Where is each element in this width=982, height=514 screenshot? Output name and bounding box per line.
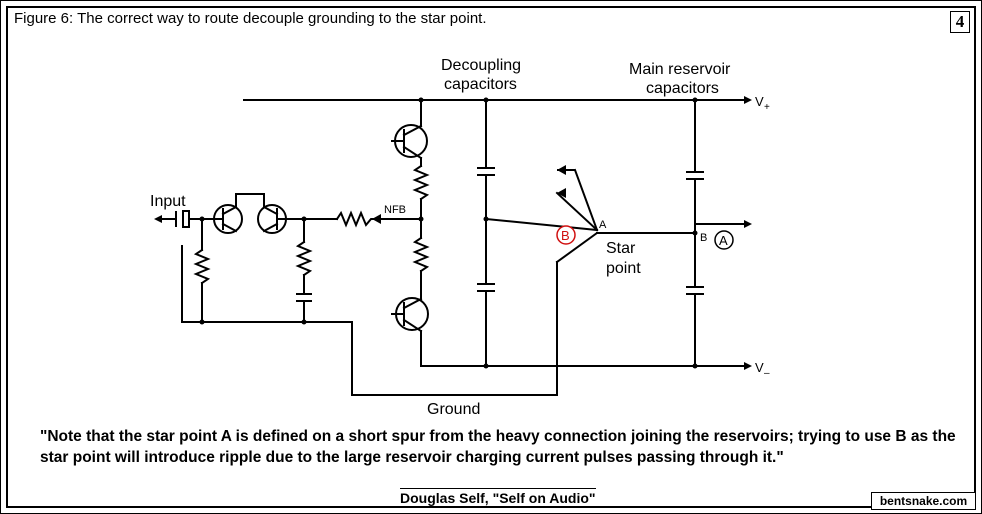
circled-a-text: A (719, 233, 728, 248)
vplus-label: V (755, 94, 764, 109)
vminus-label: V (755, 360, 764, 375)
star-point-label-line2: point (606, 260, 641, 277)
lower-transistor (391, 297, 429, 333)
figure-number-box: 4 (950, 11, 970, 33)
star-point-label-line1: Star (606, 240, 636, 257)
feedback-resistor (335, 210, 415, 228)
main-reservoir-label-line2: capacitors (646, 80, 719, 97)
watermark: bentsnake.com (871, 492, 976, 510)
upper-resistor (412, 164, 430, 201)
attribution: Douglas Self, "Self on Audio" (400, 488, 596, 506)
decoupling-label-line2: capacitors (444, 76, 517, 93)
spur-arrowhead (744, 220, 752, 228)
main-reservoir-label-line1: Main reservoir (629, 61, 731, 78)
input-arrowhead (154, 215, 162, 223)
input-label: Input (150, 193, 186, 210)
vplus-arrowhead (744, 96, 752, 104)
lower-resistor (412, 236, 430, 273)
ground-label: Ground (427, 401, 480, 418)
input-transistor-1 (213, 204, 243, 234)
vminus-subscript: – (764, 368, 770, 379)
decoupling-capacitors (477, 99, 495, 367)
vplus-subscript: + (764, 102, 770, 113)
figure-caption: Figure 6: The correct way to route decou… (14, 10, 487, 27)
upper-transistor (391, 99, 428, 160)
decoupling-to-star-wire (484, 217, 599, 232)
nfb-arrowhead (372, 214, 381, 224)
branch-arrowhead-2 (557, 188, 566, 198)
quote-text: "Note that the star point A is defined o… (40, 428, 956, 466)
circled-b-marker: B (556, 225, 576, 245)
ground-return-wire (181, 245, 558, 396)
vminus-arrowhead (744, 362, 752, 370)
point-b-label: B (700, 232, 707, 244)
feedback-shunt-resistor (295, 240, 313, 277)
inner-frame (6, 6, 976, 508)
decoupling-label-line1: Decoupling (441, 57, 521, 74)
point-a-label: A (599, 219, 607, 231)
input-transistor-2 (257, 204, 305, 234)
circled-a-marker: A (714, 230, 734, 250)
circled-b-text: B (561, 228, 570, 243)
nfb-label: NFB (384, 204, 406, 216)
input-bias-resistor (193, 248, 211, 285)
